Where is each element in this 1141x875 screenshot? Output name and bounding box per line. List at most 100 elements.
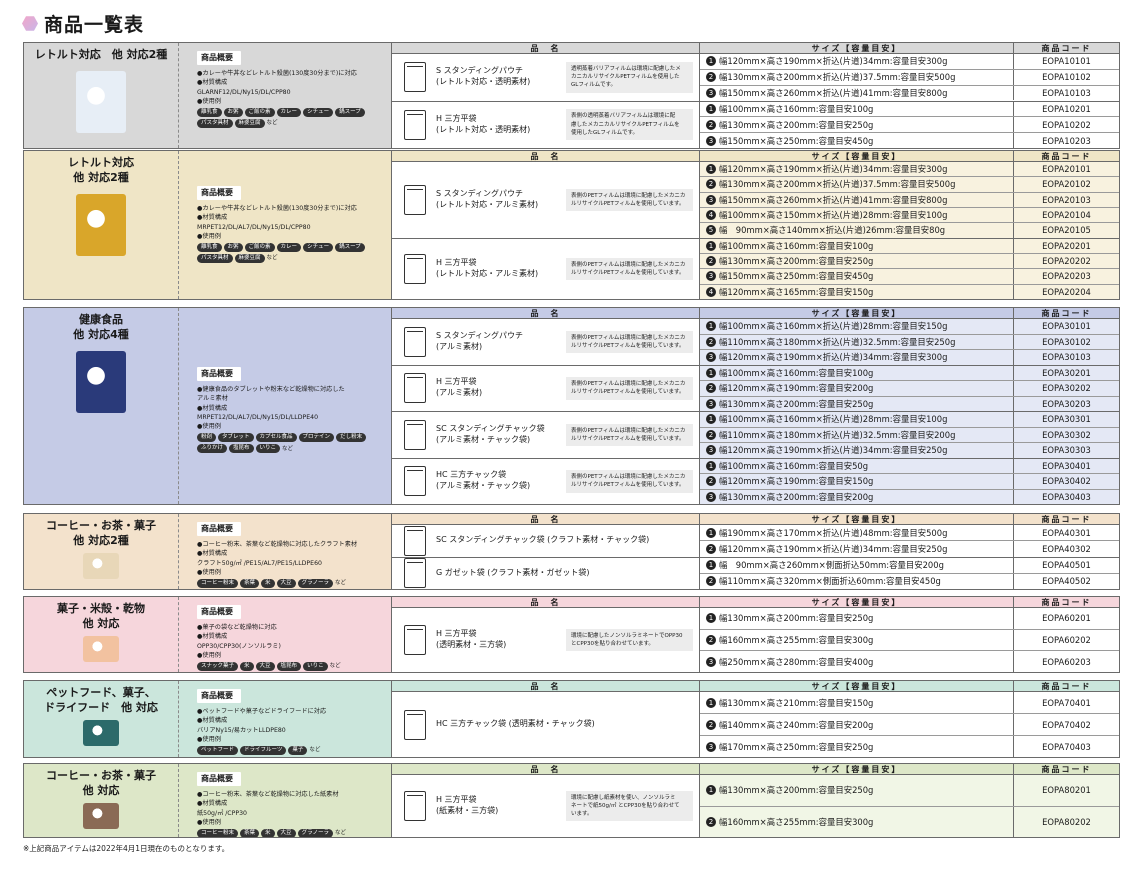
size-number: 5 [706, 225, 716, 236]
product-cell: HC 三方チャック袋 (透明素材・チャック袋) [392, 692, 700, 757]
category-name: レトルト対応 他 対応2種 [34, 48, 168, 61]
size-text: 幅100mm×高さ160mm:容量目安100g [719, 103, 874, 114]
usage-tags: 粉剤タブレットカプセル食品プロテインだし粉末ふりかけ塩昆布いりこなど [197, 433, 385, 454]
category-block: コーヒー・お茶・菓子 他 対応2種 [24, 514, 179, 589]
table-body: H 三方平袋 (紙素材・三方袋)環境に配慮し紙素材を使い、ノンソルラミ ネートで… [392, 775, 1119, 837]
product-code: EOPA20202 [1042, 256, 1091, 267]
product-code: EOPA60202 [1042, 635, 1091, 645]
product-code: EOPA30202 [1042, 383, 1091, 394]
usage-tags: 離乳食お粥ご飯の素カレーシチュー鍋スープパスタ具材麻婆豆腐など [197, 108, 385, 128]
usage-tag: 菓子 [288, 746, 308, 755]
usage-tag: 茶葉 [240, 829, 260, 837]
size-text: 幅120mm×高さ190mm×折込(片道)34mm:容量目安250g [719, 445, 948, 456]
product-code: EOPA40502 [1042, 576, 1091, 587]
overview-line: ●使用例 [197, 818, 221, 826]
size-text: 幅110mm×高さ320mm×側面折込60mm:容量目安450g [719, 576, 941, 587]
size-text: 幅130mm×高さ210mm:容量目安150g [719, 697, 874, 708]
header-size: サイズ【容量目安】 [700, 681, 1014, 691]
usage-tag: 米 [261, 579, 275, 588]
size-text: 幅150mm×高さ260mm×折込(片道)41mm:容量目安800g [719, 88, 948, 99]
category-section: 健康食品 他 対応4種商品概要●健康食品のタブレットや粉末など乾燥物に対応した … [23, 307, 1120, 505]
product-code: EOPA10101 [1042, 56, 1091, 67]
usage-tag: 鍋スープ [335, 243, 365, 252]
product-code: EOPA70401 [1042, 697, 1091, 708]
product-code: EOPA30403 [1042, 491, 1091, 502]
product-code: EOPA30303 [1042, 445, 1091, 456]
product-cell: H 三方平袋 (レトルト対応・アルミ素材)表側のPETフィルムは環境に配慮したメ… [392, 238, 700, 299]
overview-line: ●使用例 [197, 735, 221, 743]
overview-line: ●使用例 [197, 568, 221, 576]
table-body: S スタンディングパウチ (レトルト対応・透明素材)透明蒸着バリアフィルムは環境… [392, 54, 1119, 148]
overview-line: ●使用例 [197, 232, 221, 240]
usage-tag: 茶葉 [240, 579, 260, 588]
product-code: EOPA30103 [1042, 352, 1091, 363]
product-description: 環境に配慮したノンソルラミネートでOPP30 とCPP30を貼り合わせています。 [566, 628, 693, 652]
page-title: 商品一覧表 [44, 14, 145, 36]
category-section: コーヒー・お茶・菓子 他 対応商品概要●コーヒー粉末、茶葉など乾燥物に対応した紙… [23, 763, 1120, 838]
product-code: EOPA30201 [1042, 367, 1091, 378]
product-name: H 三方平袋 (レトルト対応・透明素材) [436, 113, 531, 134]
usage-tag: シチュー [303, 243, 334, 252]
table-header: 品 名サイズ【容量目安】商品コード [392, 43, 1119, 54]
usage-tag: いりこ [255, 444, 281, 454]
section-summary: 菓子・米殻・乾物 他 対応商品概要●菓子の袋など乾燥物に対応●材質構成 OPP3… [24, 597, 392, 672]
overview-line: ●カレーや牛丼などレトルト殺菌(130度30分まで)に対応 [197, 205, 357, 212]
overview-line: ●健康食品のタブレットや粉末など乾燥物に対応した アルミ素材 [197, 386, 345, 403]
pouch-icon [404, 373, 426, 404]
product-code: EOPA70402 [1042, 719, 1091, 730]
page-title-wrap: 商品一覧表 [22, 10, 144, 37]
product-description: 環境に配慮し紙素材を使い、ノンソルラミ ネートで紙50g/㎡ とCPP30を貼り… [566, 790, 693, 822]
usage-tag: 塩昆布 [229, 444, 254, 454]
size-text: 幅120mm×高さ190mm×折込(片道)34mm:容量目安250g [719, 543, 948, 554]
size-text: 幅160mm×高さ255mm:容量目安300g [719, 635, 874, 645]
usage-tag-suffix: など [334, 580, 346, 587]
product-description: 表側のPETフィルムは環境に配慮したメカニカ ルリサイクルPETフィルムを使用し… [566, 470, 693, 493]
overview-heading: 商品概要 [197, 186, 241, 200]
usage-tag: 大豆 [276, 829, 296, 837]
overview-block: 商品概要●カレーや牛丼などレトルト殺菌(130度30分まで)に対応●材質構成 M… [179, 151, 391, 299]
product-code: EOPA10203 [1042, 135, 1091, 146]
overview-line: ●材質構成 クラフト50g/㎡ /PE15/AL7/PE15/LLDPE60 [197, 550, 322, 567]
overview-line: ●材質構成 OPP30/CPP30(ノンソルラミ) [197, 633, 281, 650]
size-text: 幅150mm×高さ250mm:容量目安450g [719, 271, 874, 282]
overview-line: ●材質構成 GLARNF12/DL/Ny15/DL/CPP80 [197, 79, 291, 96]
size-text: 幅170mm×高さ250mm:容量目安250g [719, 741, 874, 752]
size-text: 幅130mm×高さ200mm:容量目安250g [719, 398, 874, 409]
overview-line: ●使用例 [197, 423, 221, 431]
size-number: 1 [706, 164, 716, 175]
size-number: 1 [706, 560, 716, 571]
size-number: 3 [706, 271, 716, 282]
product-code: EOPA10201 [1042, 103, 1091, 114]
size-number: 1 [706, 785, 716, 796]
pouch-icon [404, 184, 426, 215]
section-summary: レトルト対応 他 対応2種商品概要●カレーや牛丼などレトルト殺菌(130度30分… [24, 151, 392, 299]
product-code: EOPA30102 [1042, 336, 1091, 347]
size-text: 幅 90mm×高さ260mm×側面折込50mm:容量目安200g [719, 560, 944, 571]
size-text: 幅190mm×高さ170mm×折込(片道)48mm:容量目安500g [719, 527, 948, 538]
product-name: G ガゼット袋 (クラフト素材・ガゼット袋) [436, 567, 590, 577]
section-summary: コーヒー・お茶・菓子 他 対応2種商品概要●コーヒー粉末、茶葉など乾燥物に対応し… [24, 514, 392, 589]
